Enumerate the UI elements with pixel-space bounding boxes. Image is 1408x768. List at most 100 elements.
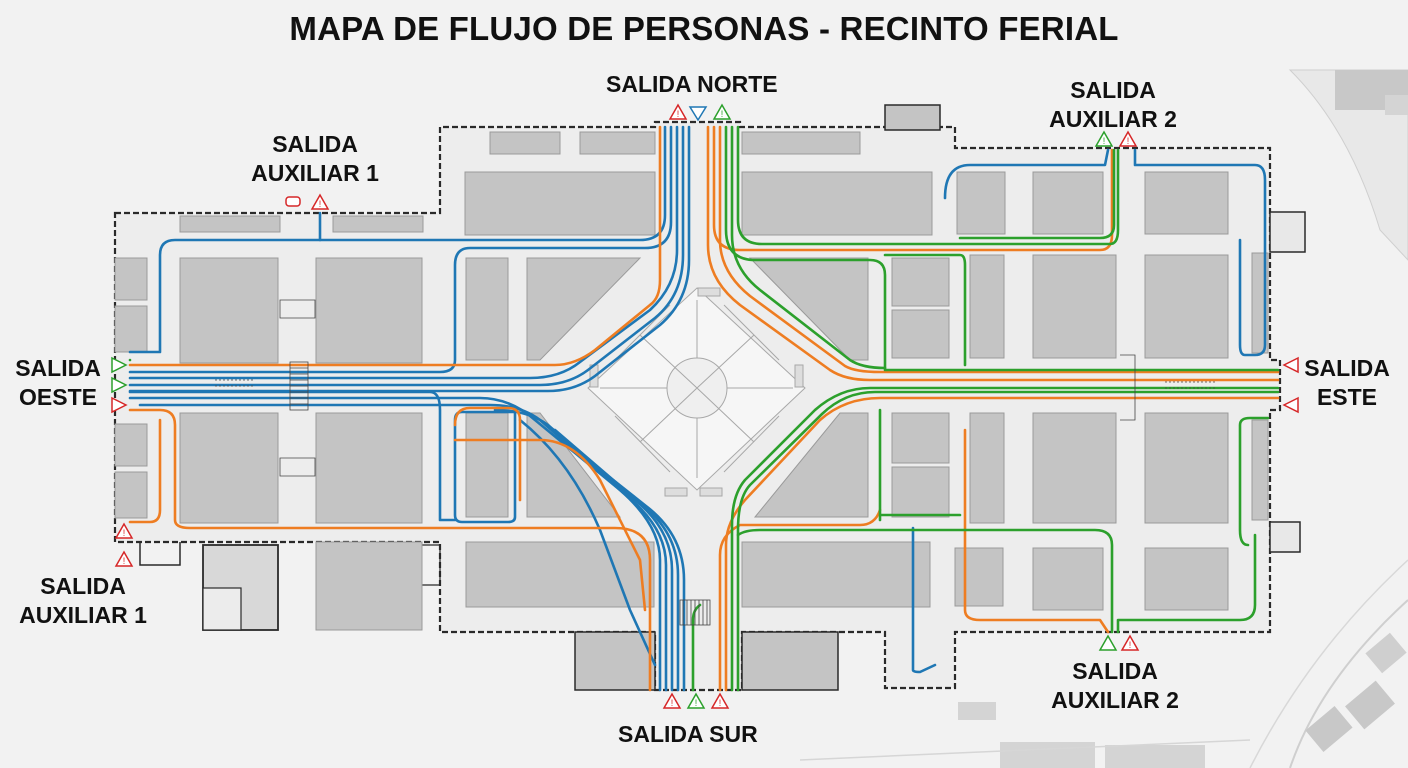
exit-label-south: SALIDA SUR bbox=[618, 720, 758, 749]
exit-label-west: SALIDA OESTE bbox=[6, 354, 110, 412]
warning-triangle-icon: ! bbox=[662, 692, 682, 709]
flow-path bbox=[553, 428, 680, 692]
flow-path bbox=[943, 148, 1110, 200]
flow-path bbox=[736, 528, 1114, 634]
warning-triangle-icon: ! bbox=[114, 522, 134, 539]
exit-arrow-icon bbox=[111, 356, 128, 374]
exit-label-aux2-bottom: SALIDA AUXILIAR 2 bbox=[1040, 657, 1190, 715]
exit-label-text: AUXILIAR 1 bbox=[251, 160, 379, 186]
warning-triangle-icon: ! bbox=[710, 692, 730, 709]
exit-label-text: OESTE bbox=[19, 384, 97, 410]
exit-label-text: SALIDA bbox=[1070, 77, 1156, 103]
flow-path bbox=[128, 125, 691, 393]
annex-room bbox=[202, 587, 242, 631]
flow-path bbox=[453, 406, 522, 502]
flow-path bbox=[724, 125, 1280, 372]
svg-text:!: ! bbox=[1129, 640, 1132, 650]
svg-text:!: ! bbox=[677, 109, 680, 119]
warning-triangle-icon bbox=[1282, 356, 1299, 374]
flow-path bbox=[128, 125, 685, 387]
exterior-kiosk bbox=[1269, 521, 1301, 553]
exterior-kiosk bbox=[884, 104, 941, 131]
exit-arrow-icon: ! bbox=[712, 103, 732, 120]
svg-text:!: ! bbox=[719, 698, 722, 708]
map-title: MAPA DE FLUJO DE PERSONAS - RECINTO FERI… bbox=[289, 10, 1119, 47]
flow-path bbox=[1116, 533, 1257, 634]
south-block bbox=[741, 631, 839, 691]
warning-triangle-icon: ! bbox=[310, 193, 330, 210]
flow-path bbox=[128, 125, 667, 354]
flow-path bbox=[718, 508, 882, 692]
flow-path bbox=[518, 418, 657, 667]
exit-markers: ! ! ! ! ! ! ! ! ! ! ! bbox=[111, 103, 1299, 709]
exit-label-north: SALIDA NORTE bbox=[606, 70, 778, 99]
surrounding-streets bbox=[799, 69, 1408, 768]
exit-arrow-icon: ! bbox=[686, 692, 706, 709]
flow-path bbox=[718, 125, 1280, 374]
warning-triangle-icon bbox=[1282, 396, 1299, 414]
exit-label-text: AUXILIAR 2 bbox=[1051, 687, 1179, 713]
street-block bbox=[1000, 742, 1095, 768]
flow-paths-orange bbox=[128, 125, 1280, 692]
svg-text:!: ! bbox=[1127, 136, 1130, 146]
exit-label-aux1-bottom: SALIDA AUXILIAR 1 bbox=[8, 572, 158, 630]
flow-paths-green bbox=[128, 125, 1280, 692]
svg-text:!: ! bbox=[123, 528, 126, 538]
svg-text:!: ! bbox=[671, 698, 674, 708]
exit-label-text: AUXILIAR 1 bbox=[19, 602, 147, 628]
street-block bbox=[1345, 680, 1395, 730]
flow-path bbox=[712, 125, 1114, 252]
exit-label-aux1-top: SALIDA AUXILIAR 1 bbox=[240, 130, 390, 188]
exit-label-text: SALIDA bbox=[1072, 658, 1158, 684]
svg-text:!: ! bbox=[721, 109, 724, 119]
flow-path bbox=[706, 125, 1280, 382]
annex-wall bbox=[139, 542, 181, 566]
south-block bbox=[574, 631, 656, 691]
street-block bbox=[1105, 745, 1205, 768]
flow-path bbox=[883, 253, 967, 367]
warning-triangle-icon: ! bbox=[114, 550, 134, 567]
flow-path bbox=[736, 390, 1280, 692]
exit-label-text: SALIDA bbox=[1304, 355, 1390, 381]
warning-triangle-icon: ! bbox=[1120, 634, 1140, 651]
flow-path bbox=[724, 396, 1280, 692]
street-block bbox=[1365, 632, 1407, 674]
flow-path bbox=[558, 436, 686, 692]
stairs-icon bbox=[215, 299, 1215, 626]
flow-path bbox=[958, 148, 1116, 240]
street-block bbox=[1385, 95, 1408, 115]
exterior-kiosk bbox=[1269, 211, 1306, 253]
pavilions bbox=[114, 131, 1269, 631]
exit-label-text: ESTE bbox=[1316, 384, 1378, 410]
street-block bbox=[958, 702, 996, 720]
svg-text:!: ! bbox=[319, 199, 322, 209]
exit-label-text: SALIDA NORTE bbox=[606, 71, 778, 97]
exit-label-text: AUXILIAR 2 bbox=[1049, 106, 1177, 132]
flow-paths-blue bbox=[128, 125, 1267, 692]
flow-path bbox=[878, 408, 962, 522]
flow-path bbox=[730, 386, 1280, 692]
flow-path bbox=[1133, 148, 1267, 357]
flow-path bbox=[963, 428, 1110, 634]
exit-arrow-icon bbox=[1098, 634, 1118, 651]
flow-path bbox=[128, 125, 673, 374]
svg-text:!: ! bbox=[123, 556, 126, 566]
exit-label-east: SALIDA ESTE bbox=[1295, 354, 1399, 412]
flow-path bbox=[128, 125, 679, 380]
warning-triangle-icon: ! bbox=[1118, 130, 1138, 147]
exit-label-text: SALIDA bbox=[40, 573, 126, 599]
exit-arrow-icon bbox=[688, 106, 708, 122]
exit-label-text: SALIDA bbox=[272, 131, 358, 157]
exit-label-aux2-top: SALIDA AUXILIAR 2 bbox=[1038, 76, 1188, 134]
svg-text:!: ! bbox=[695, 698, 698, 708]
exit-arrow-icon: ! bbox=[1094, 130, 1114, 147]
door-icon bbox=[285, 196, 301, 207]
exit-label-text: SALIDA bbox=[15, 355, 101, 381]
exit-label-text: SALIDA SUR bbox=[618, 721, 758, 747]
flow-path bbox=[138, 403, 668, 692]
flow-path bbox=[730, 125, 887, 370]
flow-path bbox=[736, 125, 1120, 246]
flow-path bbox=[128, 125, 662, 367]
flow-path bbox=[453, 438, 647, 612]
